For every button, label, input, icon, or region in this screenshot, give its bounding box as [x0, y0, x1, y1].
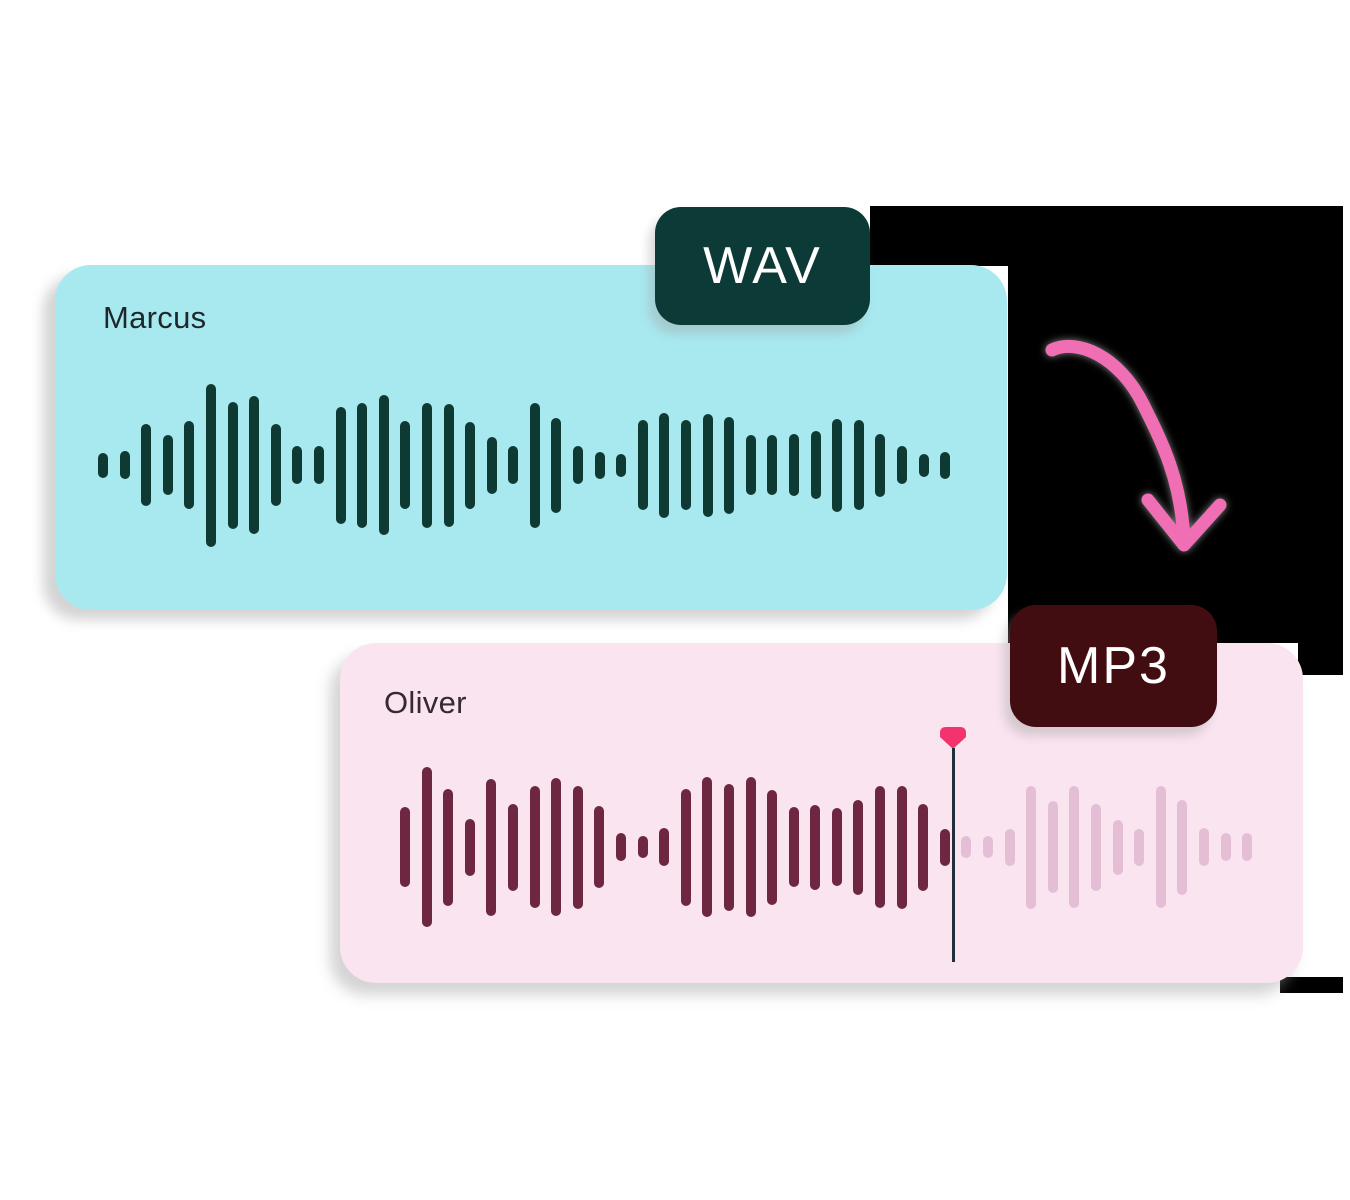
waveform-bar: [659, 412, 670, 518]
waveform-bar: [335, 406, 346, 524]
waveform-bar: [119, 451, 130, 479]
waveform-bar: [551, 778, 562, 916]
waveform-bar: [723, 783, 734, 911]
waveform-bar: [939, 828, 950, 866]
waveform-bar: [940, 451, 951, 479]
waveform-bar: [421, 767, 432, 927]
waveform-bar: [680, 788, 691, 906]
waveform-bar: [1155, 786, 1166, 908]
waveform-bar: [767, 435, 778, 495]
waveform-bar: [1198, 828, 1209, 866]
waveform-bar: [853, 420, 864, 510]
waveform-bar: [551, 417, 562, 513]
wav-audio-card: Marcus: [55, 265, 1007, 610]
waveform-bar: [745, 435, 756, 495]
wav-format-badge: WAV: [655, 207, 870, 325]
waveform-bar: [572, 785, 583, 909]
playhead-line: [952, 748, 955, 962]
waveform-bar: [486, 436, 497, 494]
waveform-bar: [810, 804, 821, 890]
waveform-bar: [1177, 799, 1188, 895]
waveform-bar: [249, 396, 260, 534]
waveform-bar: [637, 420, 648, 510]
waveform-bar: [162, 435, 173, 495]
waveform-bar: [1220, 833, 1231, 861]
waveform-bar: [486, 778, 497, 916]
waveform-bar: [529, 402, 540, 528]
waveform-bar: [896, 785, 907, 909]
waveform-bar: [594, 806, 605, 888]
waveform-bar: [1047, 801, 1058, 893]
waveform-bar: [810, 431, 821, 499]
background-dark-region: [1008, 206, 1343, 643]
waveform-bar: [702, 777, 713, 917]
waveform-bar: [637, 836, 648, 858]
waveform-bar: [227, 401, 238, 529]
waveform-bar: [270, 424, 281, 506]
waveform-bar: [508, 446, 519, 484]
conversion-arrow-icon: [1045, 340, 1227, 552]
waveform-bar: [918, 803, 929, 891]
waveform-bar: [98, 452, 108, 478]
wav-waveform[interactable]: [98, 382, 951, 548]
waveform-bar: [918, 453, 929, 477]
background-dark-strip: [1280, 977, 1343, 993]
waveform-bar: [313, 446, 324, 484]
waveform-bar: [465, 421, 476, 509]
waveform-bar: [789, 434, 799, 496]
waveform-bar: [616, 453, 627, 477]
waveform-bar: [615, 833, 626, 861]
waveform-bar: [205, 383, 216, 547]
waveform-bar: [767, 789, 778, 905]
waveform-bar: [529, 786, 540, 908]
waveform-bar: [1134, 828, 1145, 866]
waveform-bar: [681, 420, 692, 510]
waveform-bar: [1069, 786, 1080, 908]
waveform-bar: [400, 421, 411, 509]
waveform-bar: [1091, 803, 1101, 891]
waveform-bar: [875, 786, 886, 908]
waveform-bar: [378, 395, 389, 535]
waveform-bar: [702, 413, 713, 517]
waveform-bar: [357, 402, 368, 528]
background-dark-region: [1298, 642, 1343, 675]
waveform-bar: [745, 777, 756, 917]
waveform-bar: [400, 807, 410, 887]
waveform-bar: [573, 446, 584, 484]
waveform-bar: [983, 836, 994, 858]
waveform-bar: [724, 416, 735, 514]
mp3-waveform[interactable]: [400, 764, 1253, 930]
waveform-bar: [292, 446, 303, 484]
speaker-name-label: Oliver: [384, 685, 467, 720]
waveform-bar: [1004, 828, 1015, 866]
waveform-bar: [443, 403, 454, 527]
speaker-name-label: Marcus: [103, 300, 207, 335]
playhead[interactable]: [938, 727, 968, 1067]
waveform-bar: [1242, 833, 1253, 861]
waveform-bar: [896, 446, 907, 484]
playhead-pin-icon[interactable]: [940, 727, 966, 749]
waveform-bar: [961, 836, 972, 858]
waveform-bar: [421, 402, 432, 528]
waveform-bar: [853, 799, 864, 895]
mp3-format-badge: MP3: [1010, 605, 1217, 727]
waveform-bar: [594, 451, 605, 479]
waveform-bar: [464, 818, 475, 876]
waveform-bar: [832, 418, 843, 512]
waveform-bar: [184, 421, 195, 509]
waveform-bar: [443, 788, 454, 906]
waveform-bar: [788, 807, 799, 887]
mp3-audio-card: Oliver: [340, 643, 1303, 983]
waveform-bar: [659, 828, 670, 866]
waveform-bar: [875, 433, 886, 497]
waveform-bar: [507, 803, 518, 891]
waveform-bar: [1026, 785, 1037, 909]
waveform-bar: [1112, 819, 1123, 875]
waveform-bar: [831, 808, 842, 886]
mp3-badge-label: MP3: [1057, 637, 1170, 695]
wav-badge-label: WAV: [703, 237, 822, 295]
waveform-bar: [141, 424, 152, 506]
